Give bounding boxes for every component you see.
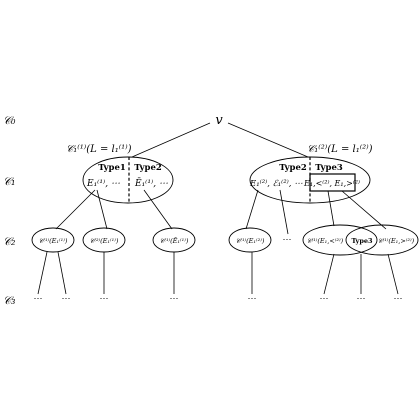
level-label-c2: 𝒞₂ xyxy=(3,235,15,248)
edge-c1-c2 xyxy=(96,189,108,230)
c1-right-label: 𝒞₁⁽²⁾(L = l₁⁽²⁾) xyxy=(307,144,373,155)
c3-ellipsis: ⋯ xyxy=(34,294,43,304)
left-node-type-left: Type1 xyxy=(98,163,126,173)
c1-left-node: Type1 Type2 E₁⁽¹⁾, ⋯ Ē₁⁽¹⁾, ⋯ xyxy=(82,156,174,204)
c3-ellipsis: ⋯ xyxy=(100,294,109,304)
svg-text:𝒞⁽¹⁾(E₁⁽²⁾): 𝒞⁽¹⁾(E₁⁽²⁾) xyxy=(236,237,265,245)
edge-c1-c2 xyxy=(245,189,259,230)
right-node-type-right: Type3 xyxy=(315,163,343,173)
svg-text:𝒞⁽²⁾(E₁⁽¹⁾): 𝒞⁽²⁾(E₁⁽¹⁾) xyxy=(90,237,119,245)
edge-c1-c2 xyxy=(341,190,387,230)
edge-c2-c3 xyxy=(323,253,335,295)
c2-node: 𝒞⁽¹⁾(E₁⁽¹⁾) xyxy=(31,227,75,253)
edge-root-left xyxy=(131,122,211,158)
svg-text:𝒞⁽¹⁾(E₁,<⁽²⁾): 𝒞⁽¹⁾(E₁,<⁽²⁾) xyxy=(307,237,344,245)
overlap-type-label: Type3 xyxy=(351,237,373,245)
right-node-type-left: Type2 xyxy=(279,163,307,173)
svg-text:𝒞⁽¹⁾(E₁⁽¹⁾): 𝒞⁽¹⁾(E₁⁽¹⁾) xyxy=(39,237,68,245)
c2-node: 𝒞⁽²⁾(E₁⁽¹⁾) xyxy=(82,227,126,253)
c2-node: 𝒞⁽¹⁾(Ē₁⁽¹⁾) xyxy=(152,227,196,253)
level-label-c3: 𝒞₃ xyxy=(3,294,15,307)
c1-left-label: 𝒞₁⁽¹⁾(L = l₁⁽¹⁾) xyxy=(66,144,132,155)
c3-ellipsis: ⋯ xyxy=(170,294,179,304)
c2-node: 𝒞⁽¹⁾(E₁,<⁽²⁾) xyxy=(302,224,378,256)
c3-ellipsis: ⋯ xyxy=(320,294,329,304)
edge-c1-c2 xyxy=(327,190,335,227)
type3-highlight-box xyxy=(309,173,356,192)
edge-c1-c2 xyxy=(279,189,289,235)
level-label-c0: 𝒞₀ xyxy=(3,114,16,127)
edge-root-right xyxy=(227,122,309,158)
svg-text:𝒞⁽¹⁾(E₁,>⁽²⁾): 𝒞⁽¹⁾(E₁,>⁽²⁾) xyxy=(378,237,415,245)
c3-ellipsis: ⋯ xyxy=(62,294,71,304)
right-node-text-left: E₁⁽²⁾, ℰ₁⁽²⁾, ⋯ xyxy=(249,179,303,189)
c3-ellipsis: ⋯ xyxy=(357,294,366,304)
edge-c1-c2 xyxy=(55,189,96,230)
edge-c1-c2 xyxy=(143,189,173,230)
c3-ellipsis: ⋯ xyxy=(248,294,257,304)
left-node-text-right: Ē₁⁽¹⁾, ⋯ xyxy=(134,177,168,189)
edge-c2-c3 xyxy=(37,251,48,295)
c1-right-node: Type2 Type3 E₁⁽²⁾, ℰ₁⁽²⁾, ⋯ E₁,<⁽²⁾, E₁,… xyxy=(249,156,371,204)
root-node: v xyxy=(215,113,223,128)
level-label-c1: 𝒞₁ xyxy=(3,175,15,188)
right-node-text-boxed: E₁,<⁽²⁾, E₁,>⁽²⁾ xyxy=(303,179,360,188)
c2-node: 𝒞⁽¹⁾(E₁⁽²⁾) xyxy=(228,227,272,253)
edge-c2-c3 xyxy=(387,253,399,295)
svg-text:𝒞⁽¹⁾(Ē₁⁽¹⁾): 𝒞⁽¹⁾(Ē₁⁽¹⁾) xyxy=(160,236,189,245)
c3-ellipsis: ⋯ xyxy=(394,294,403,304)
edge-c2-c3 xyxy=(57,251,67,295)
c2-node: 𝒞⁽¹⁾(E₁,>⁽²⁾) xyxy=(345,224,419,256)
c2-ellipsis: ⋯ xyxy=(283,235,292,245)
left-node-type-right: Type2 xyxy=(134,163,162,173)
left-node-text-left: E₁⁽¹⁾, ⋯ xyxy=(86,178,120,189)
